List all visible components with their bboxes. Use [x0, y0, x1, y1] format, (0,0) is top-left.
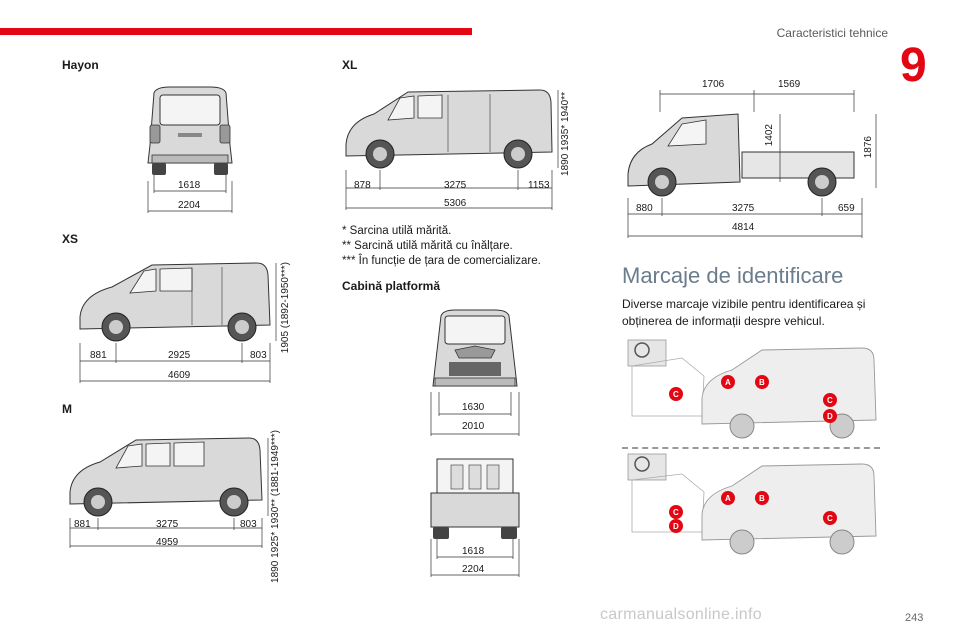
footnote-3: *** În funcție de țara de comercializare…: [342, 255, 541, 267]
steering-wheel-icon: [634, 342, 650, 358]
xl-height-2: 1935*: [560, 124, 571, 151]
watermark: carmanualsonline.info: [600, 606, 762, 623]
xl-height-3: 1940**: [560, 92, 571, 123]
chapter-number: 9: [900, 39, 927, 92]
platform-rear-view-figure: [430, 458, 520, 577]
marker-b: B: [759, 494, 765, 503]
platform-front-view-figure: [430, 309, 520, 436]
platform-top-cab: 1706: [702, 79, 725, 90]
xs-label: XS: [62, 232, 79, 246]
marker-c-right: C: [827, 396, 833, 405]
platform-rear-width-outer: 2204: [462, 564, 485, 575]
page-number: 243: [905, 612, 924, 624]
platform-front-overhang: 880: [636, 203, 653, 214]
xs-wheelbase: 2925: [168, 350, 191, 361]
marker-d: D: [827, 412, 833, 421]
identification-description: Diverse marcaje vizibile pentru identifi…: [622, 297, 866, 328]
platform-total-height: 1876: [863, 136, 874, 159]
hayon-width-inner: 1618: [178, 180, 201, 191]
identification-figure-top: A B C C D: [627, 339, 877, 439]
footnotes: * Sarcina utilă mărită. ** Sarcină utilă…: [342, 224, 541, 269]
xl-front-overhang: 878: [354, 180, 371, 191]
xl-label: XL: [342, 58, 358, 72]
hayon-label: Hayon: [62, 58, 99, 72]
m-height-3: 1930**: [270, 498, 281, 529]
hayon-width-outer: 2204: [178, 200, 201, 211]
m-height-2: 1925*: [270, 531, 281, 558]
platform-rear-width-inner: 1618: [462, 546, 485, 557]
platform-top-platform: 1569: [778, 79, 801, 90]
xs-height-2: (1892-1950***): [280, 262, 291, 329]
marker-c-right: C: [827, 514, 833, 523]
m-height-4: (1881-1949***): [270, 430, 281, 497]
xl-wheelbase: 3275: [444, 180, 467, 191]
platform-front-width-outer: 2010: [462, 421, 485, 432]
xl-total-length: 5306: [444, 198, 467, 209]
xs-height: 1905 (1892-1950***): [280, 262, 308, 353]
m-front-overhang: 881: [74, 519, 91, 530]
m-wheelbase: 3275: [156, 519, 179, 530]
marker-a: A: [725, 494, 731, 503]
xs-height-1: 1905: [280, 330, 291, 354]
footnote-1: * Sarcina utilă mărită.: [342, 225, 452, 237]
xl-height-1: 1890: [560, 153, 571, 176]
xs-front-overhang: 881: [90, 350, 107, 361]
dashed-separator: [622, 447, 880, 449]
xs-total-length: 4609: [168, 370, 191, 381]
platform-side-view-figure: [627, 90, 877, 238]
platform-wheelbase: 3275: [732, 203, 755, 214]
section-title: Caracteristici tehnice: [776, 26, 888, 40]
xs-side-view-figure: [79, 262, 277, 383]
platform-label: Cabină platformă: [342, 279, 441, 293]
xs-rear-overhang: 803: [250, 350, 267, 361]
m-side-view-figure: [69, 437, 269, 548]
xl-side-view-figure: [345, 89, 559, 210]
m-rear-overhang: 803: [240, 519, 257, 530]
xl-height: 1890 1935* 1940**: [560, 92, 600, 176]
marker-c-left: C: [673, 390, 679, 399]
marker-c-left: C: [673, 508, 679, 517]
m-label: M: [62, 402, 72, 416]
header-accent-bar: [0, 28, 472, 35]
platform-rear-overhang: 659: [838, 203, 855, 214]
footnote-2: ** Sarcină utilă mărită cu înălțare.: [342, 240, 513, 252]
marker-b: B: [759, 378, 765, 387]
steering-wheel-icon: [634, 456, 650, 472]
marker-d: D: [673, 522, 679, 531]
hayon-rear-view-figure: [147, 86, 233, 213]
marker-a: A: [725, 378, 731, 387]
m-height-1: 1890: [270, 560, 281, 583]
m-height: 1890 1925* 1930** (1881-1949***): [270, 430, 322, 583]
identification-title: Marcaje de identificare: [622, 263, 844, 288]
platform-total-length: 4814: [732, 222, 755, 233]
platform-cab-height: 1402: [764, 124, 775, 147]
m-total-length: 4959: [156, 537, 179, 548]
identification-figure-bottom: A B C D C: [627, 453, 877, 555]
xl-rear-overhang: 1153: [528, 180, 550, 191]
platform-front-width-inner: 1630: [462, 402, 485, 413]
